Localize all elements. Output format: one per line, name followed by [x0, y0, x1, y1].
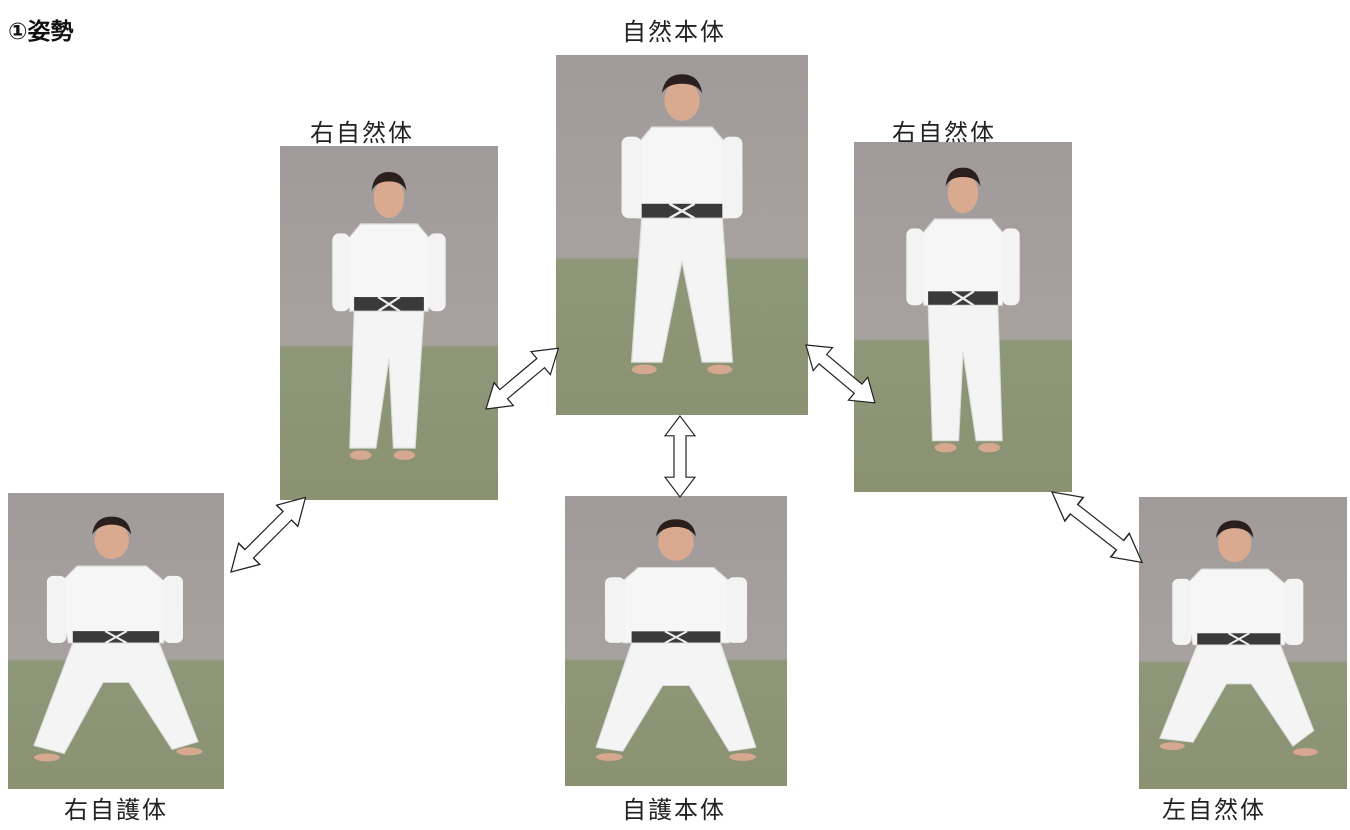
judoka-figure — [621, 74, 743, 375]
judoka-figure — [906, 167, 1020, 453]
judoka-figure — [1159, 520, 1318, 756]
label-jigo-hontai: 自護本体 — [622, 796, 726, 824]
arrow-shizentai-left-to-hontai — [475, 336, 569, 422]
label-shizen-hontai: 自然本体 — [622, 18, 726, 46]
judoka-figure — [595, 519, 757, 761]
photo-migi-shizentai-left — [280, 146, 498, 500]
label-migi-shizentai-left: 右自然体 — [310, 119, 414, 147]
judoka-figure — [332, 171, 446, 460]
photo-migi-jigotai — [8, 493, 224, 789]
photo-jigo-hontai — [565, 496, 787, 786]
photo-migi-shizentai-right — [854, 142, 1072, 492]
arrow-hontai-to-jigo-hontai — [664, 415, 696, 498]
arrow-hontai-to-shizentai-right — [795, 332, 886, 415]
label-hidari-shizentai: 左自然体 — [1162, 796, 1266, 824]
photo-shizen-hontai — [556, 55, 808, 415]
arrow-jigotai-to-shizentai-left — [219, 486, 317, 584]
photo-hidari-shizentai — [1139, 497, 1347, 789]
arrow-shizentai-right-to-hidari — [1042, 479, 1153, 575]
judoka-figure — [33, 516, 203, 762]
section-title: ①姿勢 — [8, 19, 74, 45]
label-migi-jigotai: 右自護体 — [64, 796, 168, 824]
